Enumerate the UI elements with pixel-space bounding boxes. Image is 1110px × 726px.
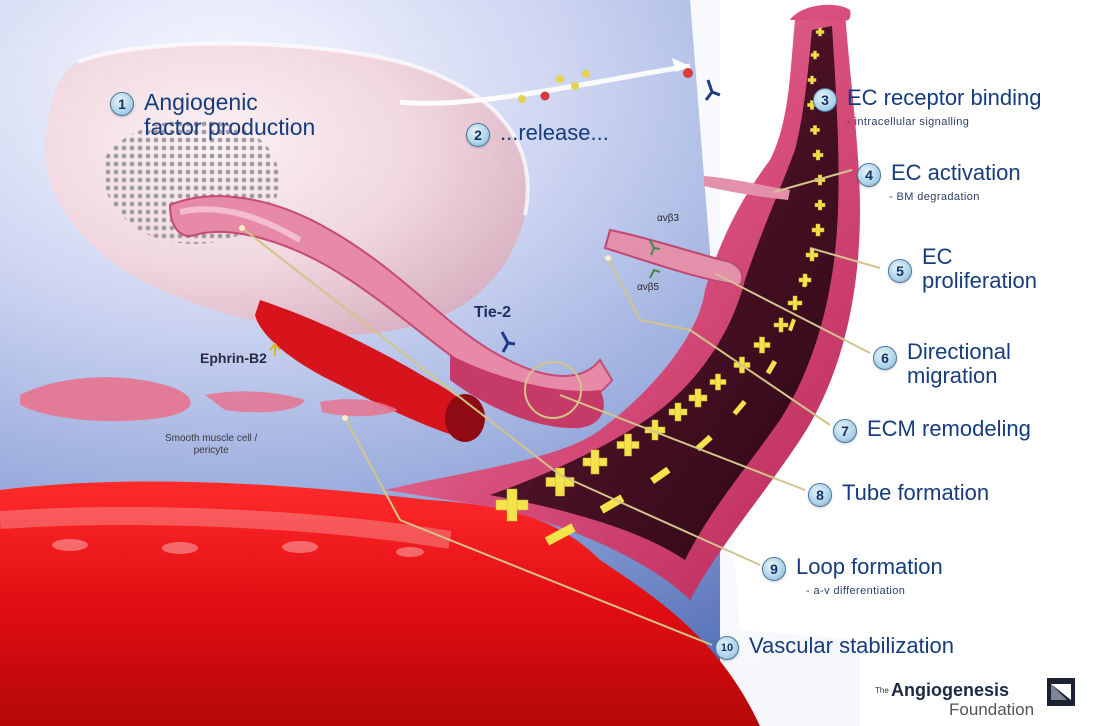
smooth-muscle-label: Smooth muscle cell / pericyte xyxy=(165,433,257,457)
step-9-label: Loop formation xyxy=(796,555,943,579)
step-7-number: 7 xyxy=(833,419,857,443)
step-3-sub: - intracellular signalling xyxy=(847,116,969,128)
step-7: 7 ECM remodeling xyxy=(833,417,1031,443)
step-5-number: 5 xyxy=(888,259,912,283)
step-5-label: EC proliferation xyxy=(922,245,1037,292)
step-6-number: 6 xyxy=(873,346,897,370)
alpha-v-beta3-label: αvβ3 xyxy=(657,213,679,224)
step-3-number: 3 xyxy=(813,88,837,112)
step-4-number: 4 xyxy=(857,163,881,187)
angiogenesis-foundation-logo: The Angiogenesis Foundation xyxy=(875,676,1089,722)
step-7-label: ECM remodeling xyxy=(867,417,1031,441)
tie2-label: Tie-2 xyxy=(474,304,511,322)
step-3: 3 EC receptor binding - intracellular si… xyxy=(813,86,1041,112)
logo-foundation: Foundation xyxy=(949,700,1034,720)
step-2-number: 2 xyxy=(466,123,490,147)
step-2-label: ...release... xyxy=(500,121,609,145)
step-8-number: 8 xyxy=(808,483,832,507)
step-5: 5 EC proliferation xyxy=(888,245,1037,292)
step-3-label: EC receptor binding xyxy=(847,86,1041,110)
step-1-number: 1 xyxy=(110,92,134,116)
step-6-label: Directional migration xyxy=(907,340,1011,387)
step-8-label: Tube formation xyxy=(842,481,989,505)
step-10-label: Vascular stabilization xyxy=(749,634,954,658)
step-9-number: 9 xyxy=(762,557,786,581)
logo-main: Angiogenesis xyxy=(891,680,1009,701)
logo-mark-icon xyxy=(1047,678,1075,706)
step-1-label: Angiogenic factor production xyxy=(144,90,315,139)
ephrin-label: Ephrin-B2 xyxy=(200,350,267,366)
step-10: 10 Vascular stabilization xyxy=(715,634,954,660)
step-8: 8 Tube formation xyxy=(808,481,989,507)
step-4-sub: - BM degradation xyxy=(889,191,980,203)
step-1: 1 Angiogenic factor production xyxy=(110,90,315,139)
step-6: 6 Directional migration xyxy=(873,340,1011,387)
logo-the: The xyxy=(875,686,889,695)
step-10-number: 10 xyxy=(715,636,739,660)
step-9: 9 Loop formation - a-v differentiation xyxy=(762,555,943,581)
step-4: 4 EC activation - BM degradation xyxy=(857,161,1021,187)
alpha-v-beta5-label: αvβ5 xyxy=(637,282,659,293)
step-2: 2 ...release... xyxy=(466,121,609,147)
step-4-label: EC activation xyxy=(891,161,1021,185)
step-9-sub: - a-v differentiation xyxy=(806,585,905,597)
